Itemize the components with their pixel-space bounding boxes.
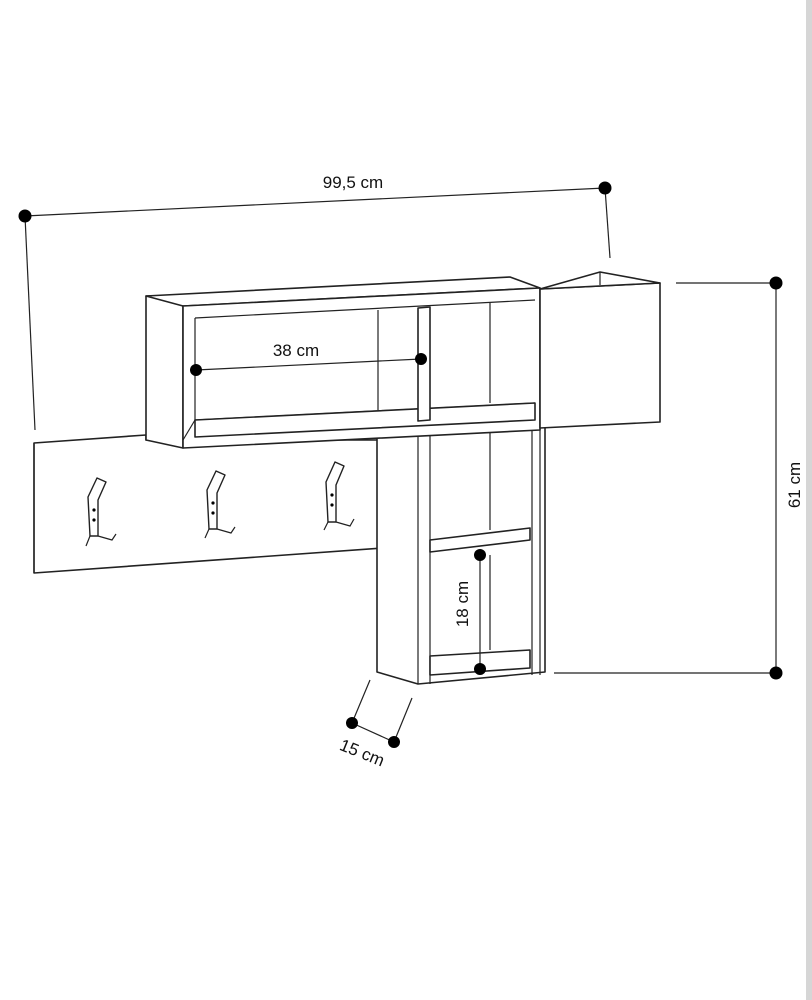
dimension-overall-width: 99,5 cm xyxy=(18,173,612,431)
dimension-depth: 15 cm xyxy=(337,679,413,770)
dimension-point xyxy=(769,666,783,680)
dimension-total-height: 61 cm xyxy=(554,276,804,680)
vertical-shelf-tower xyxy=(376,419,546,685)
dimension-point xyxy=(190,364,202,376)
dimension-point xyxy=(415,353,427,365)
wall-shelf-drawing xyxy=(33,271,661,685)
dimension-point xyxy=(598,181,612,195)
depth-label: 15 cm xyxy=(337,735,387,770)
dimension-inner-width: 38 cm xyxy=(190,341,427,376)
dimension-cube-height: 18 cm xyxy=(453,549,486,675)
dimension-point xyxy=(474,549,486,561)
page-edge-strip xyxy=(806,0,812,1000)
coat-hook xyxy=(323,461,355,531)
coat-hook xyxy=(204,470,236,539)
dimension-point xyxy=(769,276,783,290)
dimension-point xyxy=(18,209,32,223)
right-cabinet-door xyxy=(539,271,661,429)
dimension-point xyxy=(388,736,400,748)
cube-height-label: 18 cm xyxy=(453,581,472,627)
width-total-label: 99,5 cm xyxy=(323,173,383,192)
coat-hook xyxy=(85,477,117,547)
dimension-point xyxy=(346,717,358,729)
dimension-point xyxy=(474,663,486,675)
top-horizontal-shelf xyxy=(145,276,541,449)
height-total-label: 61 cm xyxy=(785,462,804,508)
inner-width-label: 38 cm xyxy=(273,341,319,360)
